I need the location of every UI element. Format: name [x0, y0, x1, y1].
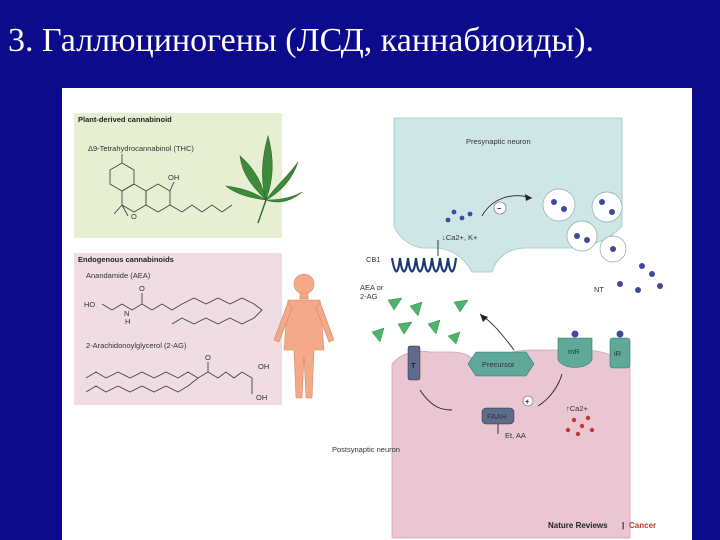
aea-2ag-label-2: 2-AG: [360, 292, 378, 301]
inhibition-minus: −: [497, 204, 502, 213]
presynaptic-ions: [445, 209, 473, 223]
ionotropic-receptor: [609, 337, 631, 369]
inhibition-sign: [493, 201, 507, 215]
cannabinoid-signaling-figure: Plant-derived cannabinoid Δ9-Tetrahydroc…: [62, 88, 692, 540]
aea-h: H: [125, 317, 130, 326]
credit-separator: |: [622, 521, 624, 530]
postsynaptic-terminal: [391, 349, 631, 539]
thc-oh: OH: [168, 173, 179, 182]
thc-o: O: [131, 212, 137, 221]
figure-canvas: Plant-derived cannabinoid Δ9-Tetrahydroc…: [74, 113, 663, 539]
thc-structure: [109, 154, 233, 217]
cannabis-leaf-icon: [224, 134, 303, 224]
ag-oh-2: OH: [256, 393, 267, 402]
activation-plus: +: [525, 397, 530, 406]
synaptic-vesicles: [542, 188, 627, 263]
endogenous-panel: [74, 253, 282, 405]
aea-structure: [101, 293, 263, 325]
vesicle-transmitters: [551, 199, 616, 252]
aea-o: O: [139, 284, 145, 293]
nt-label: NT: [594, 285, 604, 294]
arrow-ca: [537, 373, 563, 407]
transporter: [407, 345, 421, 381]
credit-section: Cancer: [629, 521, 656, 530]
postsynaptic-label: Postsynaptic neuron: [332, 445, 400, 454]
aea-2ag-label-1: AEA or: [360, 283, 384, 292]
arrow-synthesis-head: [480, 314, 488, 322]
neurotransmitter-dots: [617, 263, 663, 293]
mr-label: mR: [568, 347, 580, 356]
faah-label: FAAH: [487, 412, 507, 421]
arrow-vesicle-head: [525, 194, 532, 201]
precursor-box: [467, 351, 535, 377]
aea-name: Anandamide (AEA): [86, 271, 151, 280]
ir-label: iR: [614, 349, 622, 358]
plant-heading: Plant-derived cannabinoid: [78, 115, 172, 124]
endogenous-heading: Endogenous cannabinoids: [78, 255, 174, 264]
credit-journal: Nature Reviews: [548, 521, 608, 530]
presynaptic-terminal: [393, 117, 623, 273]
ca-k-label: ↓Ca2+, K+: [442, 233, 478, 242]
cb1-label: CB1: [366, 255, 381, 264]
cb1-receptor: [390, 257, 458, 273]
metabotropic-receptor: [557, 337, 593, 368]
aea-ho: HO: [84, 300, 95, 309]
ag-structure: [85, 362, 253, 394]
human-body-icon: [273, 273, 335, 399]
ag-name: 2-Arachidonoylglycerol (2-AG): [86, 341, 187, 350]
precursor-label: Precursor: [482, 360, 515, 369]
postsynaptic-ca-dots: [565, 415, 595, 437]
slide-title: 3. Галлюциногены (ЛСД, каннабиоиды).: [8, 22, 595, 59]
ca-up-label: ↑Ca2+: [566, 404, 589, 413]
thc-name: Δ9-Tetrahydrocannabinol (THC): [88, 144, 194, 153]
transporter-label: T: [411, 361, 416, 370]
ag-o: O: [205, 353, 211, 362]
receptor-bound-nt: [571, 330, 624, 338]
activation-sign: [522, 395, 534, 407]
ag-oh-1: OH: [258, 362, 269, 371]
aea-n: N: [124, 309, 129, 318]
et-aa-label: Et, AA: [505, 431, 526, 440]
arrow-transport: [419, 389, 453, 411]
presynaptic-label: Presynaptic neuron: [466, 137, 531, 146]
